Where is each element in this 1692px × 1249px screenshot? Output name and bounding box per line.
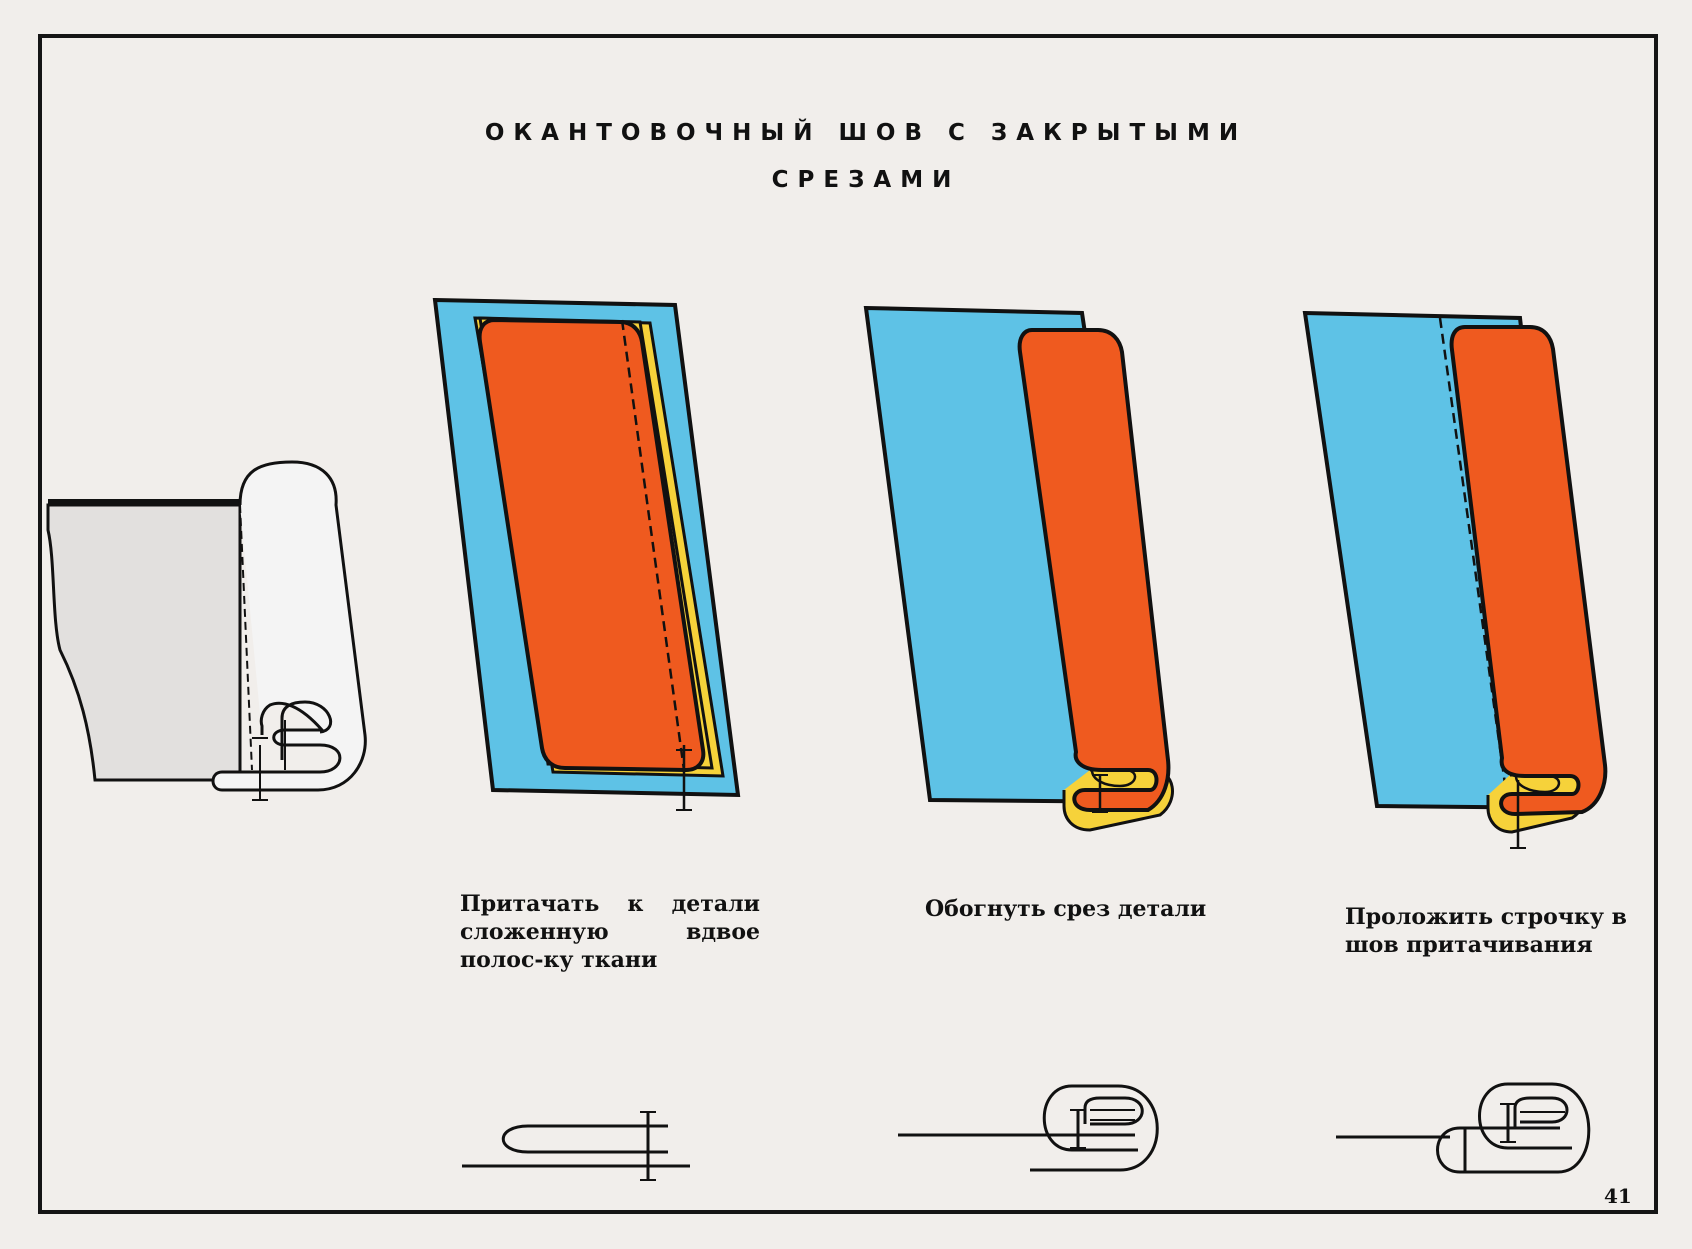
step1-illustration <box>432 297 741 811</box>
step1-cross-section <box>462 1111 690 1181</box>
step1-caption: Притачать к детали сложенную вдвое полос… <box>460 891 760 973</box>
page-title-continued: СРЕЗАМИ <box>771 167 961 193</box>
step3-cross-section <box>1336 1082 1591 1174</box>
page-number: 41 <box>1604 1184 1632 1208</box>
step2-cross-section <box>898 1084 1159 1172</box>
step3-caption: Проложить строчку в шов притачивания <box>1345 904 1627 958</box>
overview-seam-drawing <box>46 460 367 801</box>
page-title: ОКАНТОВОЧНЫЙ ШОВ С ЗАКРЫТЫМИ <box>484 120 1248 146</box>
page-frame <box>38 34 1658 1214</box>
step3-illustration <box>1302 310 1608 849</box>
step2-illustration <box>863 305 1174 832</box>
step2-caption: Обогнуть срез детали <box>925 896 1207 922</box>
